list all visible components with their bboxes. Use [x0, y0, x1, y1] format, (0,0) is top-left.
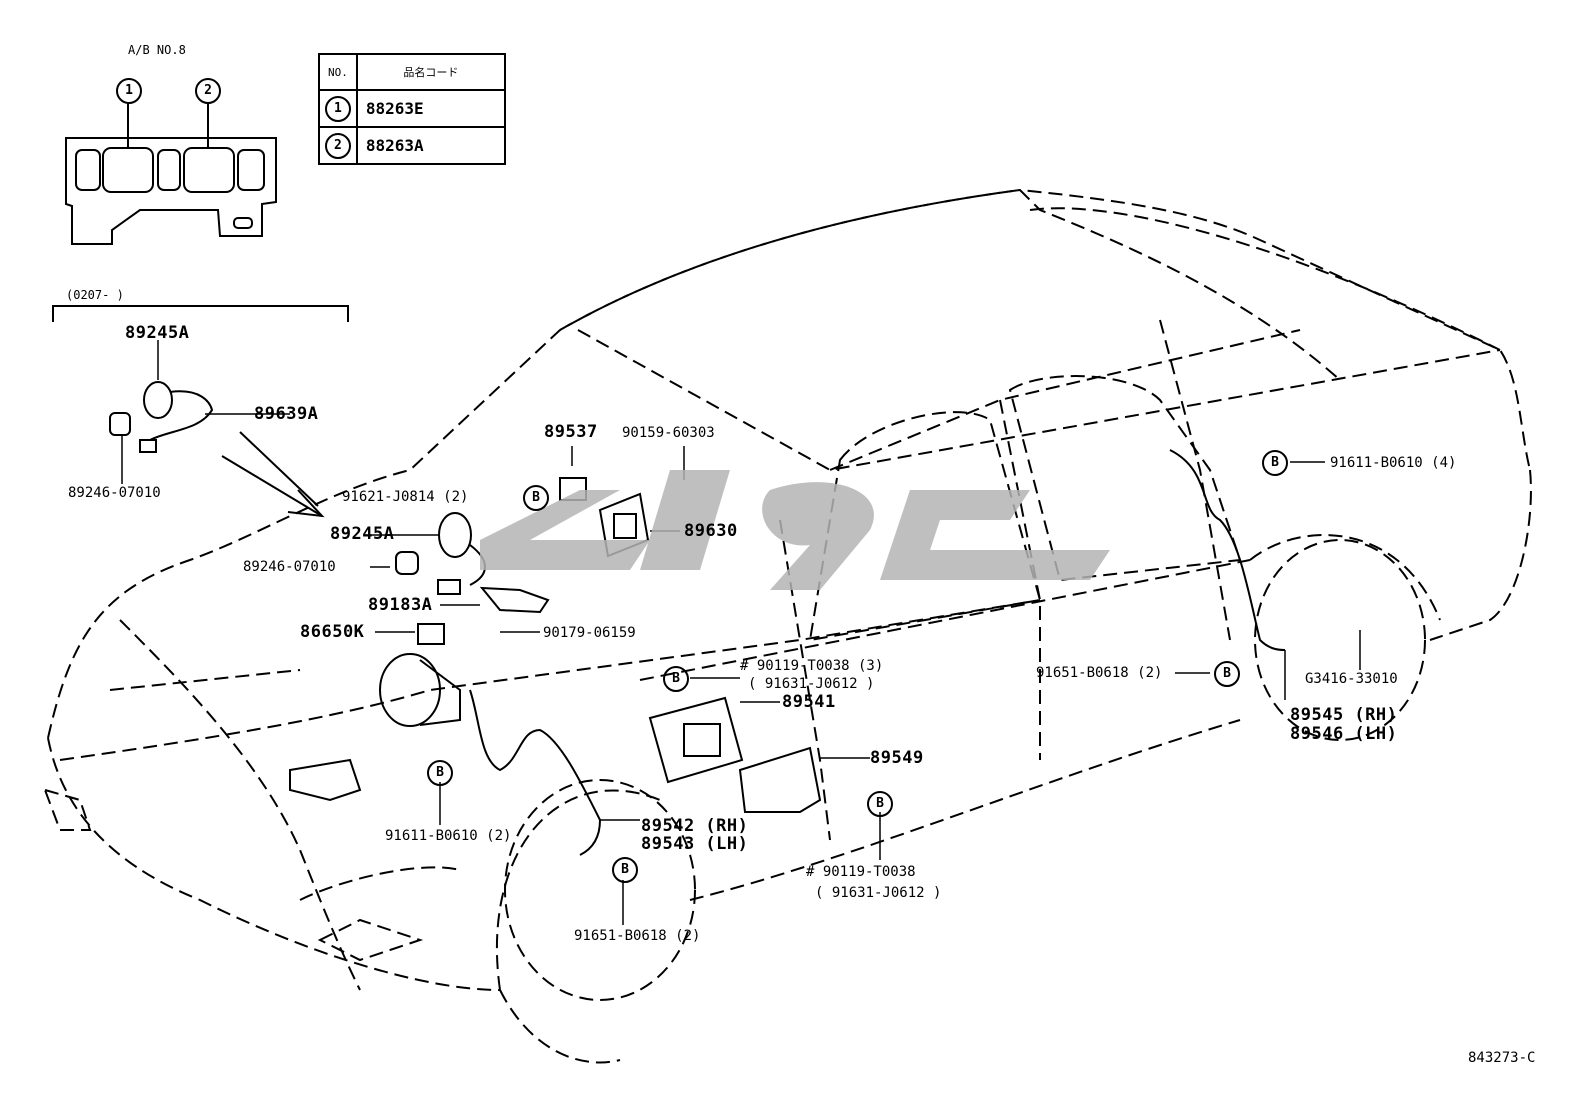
- part-86650K-drawing: [417, 623, 445, 645]
- bolt-marker: B: [663, 666, 689, 692]
- bolt-marker-label: B: [427, 760, 453, 786]
- bolt-marker-label: B: [612, 857, 638, 883]
- label-G3416[interactable]: G3416-33010: [1305, 671, 1398, 687]
- label-89245A-top[interactable]: 89245A: [125, 323, 190, 343]
- bolt-marker: B: [867, 791, 893, 817]
- ab-label: A/B NO.8: [128, 43, 186, 57]
- label-90179[interactable]: 90179-06159: [543, 625, 636, 641]
- bolt-marker: B: [1262, 450, 1288, 476]
- relay-89537-drawing: [559, 477, 587, 501]
- label-86650K[interactable]: 86650K: [300, 622, 365, 642]
- label-91651b[interactable]: 91651-B0618 (2): [1036, 665, 1163, 681]
- bolt-marker: B: [612, 857, 638, 883]
- label-89183A[interactable]: 89183A: [368, 595, 433, 615]
- header-no: NO.: [318, 53, 358, 91]
- label-91611b[interactable]: 91611-B0610 (4): [1330, 455, 1457, 471]
- front-junction-box: [289, 758, 362, 802]
- sensor-89245A-top-drawing: [109, 381, 214, 453]
- ecu-89630-drawing: [598, 492, 650, 558]
- table-row: 2 88263A: [318, 126, 506, 165]
- row-marker: 1: [324, 95, 351, 122]
- label-89639A[interactable]: 89639A: [254, 404, 319, 424]
- label-89246-top[interactable]: 89246-07010: [68, 485, 161, 501]
- bolt-marker-label: B: [523, 485, 549, 511]
- bolt-marker-label: B: [867, 791, 893, 817]
- label-89549[interactable]: 89549: [870, 748, 924, 768]
- marker-1: 1: [116, 78, 142, 104]
- label-91611a[interactable]: 91611-B0610 (2): [385, 828, 512, 844]
- label-91631a[interactable]: ( 91631-J0612 ): [748, 676, 875, 692]
- label-89541[interactable]: 89541: [782, 692, 836, 712]
- label-91621[interactable]: 91621-J0814 (2): [342, 489, 469, 505]
- row-code: 88263E: [355, 89, 506, 128]
- diagram-code: 843273-C: [1468, 1050, 1536, 1066]
- bolt-marker: B: [1214, 661, 1240, 687]
- header-code: 品名コード: [355, 53, 506, 91]
- label-89543[interactable]: 89543 (LH): [641, 834, 749, 854]
- label-89545[interactable]: 89545 (RH): [1290, 705, 1398, 725]
- marker-2: 2: [195, 78, 221, 104]
- bolt-marker-label: B: [1262, 450, 1288, 476]
- actuator-89549-drawing: [738, 746, 822, 813]
- label-89630[interactable]: 89630: [684, 521, 738, 541]
- date-range-label: (0207- ): [66, 288, 124, 302]
- bolt-marker-label: B: [663, 666, 689, 692]
- date-range-bracket: [52, 305, 349, 322]
- label-89542[interactable]: 89542 (RH): [641, 816, 749, 836]
- rear-sensor-wire: [1169, 449, 1286, 651]
- label-89245A[interactable]: 89245A: [330, 524, 395, 544]
- sensor-89245A-drawing: [395, 512, 486, 595]
- bracket-89183A-drawing: [479, 586, 550, 614]
- row-no: 2: [318, 126, 358, 165]
- label-90119b[interactable]: # 90119-T0038: [806, 864, 916, 880]
- label-90119a[interactable]: # 90119-T0038 (3): [740, 658, 884, 674]
- row-no: 1: [318, 89, 358, 128]
- bolt-marker: B: [523, 485, 549, 511]
- table-header: NO. 品名コード: [318, 53, 506, 91]
- inset-marker-1: 1: [116, 78, 142, 104]
- bolt-marker: B: [427, 760, 453, 786]
- table-row: 1 88263E: [318, 89, 506, 128]
- ecu-89541-drawing: [648, 696, 744, 784]
- label-89546[interactable]: 89546 (LH): [1290, 724, 1398, 744]
- label-89246[interactable]: 89246-07010: [243, 559, 336, 575]
- front-sensor-wire: [469, 689, 602, 856]
- inset-marker-2: 2: [195, 78, 221, 104]
- label-89537[interactable]: 89537: [544, 422, 598, 442]
- label-91651a[interactable]: 91651-B0618 (2): [574, 928, 701, 944]
- bolt-marker-label: B: [1214, 661, 1240, 687]
- label-90159[interactable]: 90159-60303: [622, 425, 715, 441]
- row-code: 88263A: [355, 126, 506, 165]
- part-code-table: NO. 品名コード 1 88263E 2 88263A: [318, 53, 506, 165]
- junction-block-drawing: [65, 102, 277, 245]
- row-marker: 2: [324, 132, 351, 159]
- label-91631b[interactable]: ( 91631-J0612 ): [815, 885, 942, 901]
- abs-pump-drawing: [379, 653, 461, 727]
